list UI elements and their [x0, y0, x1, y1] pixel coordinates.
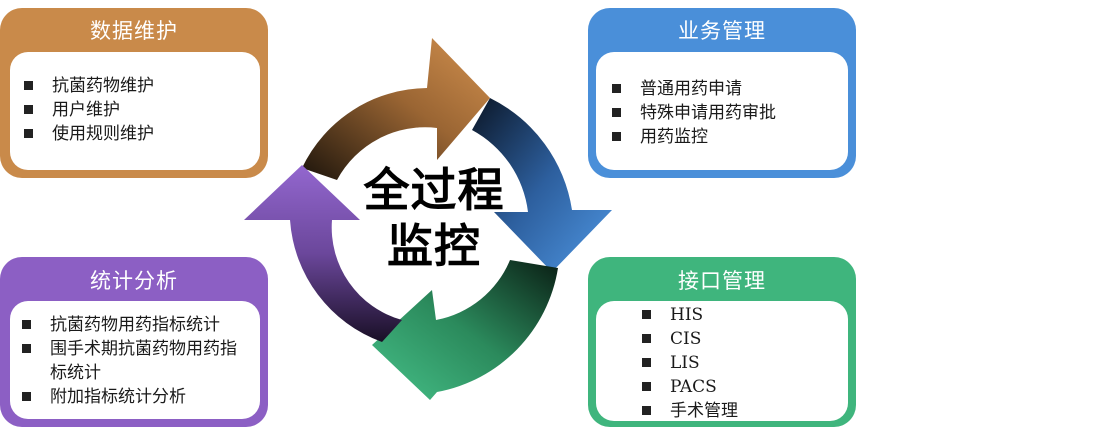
bullet-square-icon: [24, 81, 33, 90]
list-item: 手术管理: [642, 399, 848, 423]
bullet-square-icon: [22, 344, 31, 353]
business-management-list: 普通用药申请 特殊申请用药审批 用药监控: [596, 52, 848, 170]
business-management-title: 业务管理: [678, 19, 766, 43]
data-maintenance-panel: 数据维护 抗菌药物维护 用户维护 使用规则维护: [0, 8, 268, 178]
list-item: 普通用药申请: [612, 77, 848, 101]
list-item: LIS: [642, 351, 848, 375]
bullet-square-icon: [642, 358, 651, 367]
interface-management-title: 接口管理: [678, 269, 766, 293]
bullet-square-icon: [642, 382, 651, 391]
bullet-square-icon: [642, 310, 651, 319]
statistics-analysis-list: 抗菌药物用药指标统计 围手术期抗菌药物用药指标统计 附加指标统计分析: [10, 301, 260, 419]
center-title-line1: 全过程: [363, 163, 505, 217]
bullet-square-icon: [22, 392, 31, 401]
bullet-square-icon: [24, 105, 33, 114]
list-item: 用户维护: [24, 98, 260, 122]
bullet-square-icon: [642, 334, 651, 343]
bullet-square-icon: [612, 84, 621, 93]
cycle-arrows-diagram: [244, 38, 612, 400]
list-item: CIS: [642, 327, 848, 351]
orange-arrow: [302, 38, 490, 180]
interface-management-list: HIS CIS LIS PACS 手术管理: [596, 301, 848, 421]
list-item: 围手术期抗菌药物用药指标统计: [22, 337, 250, 385]
list-item: 使用规则维护: [24, 122, 260, 146]
business-management-panel: 业务管理 普通用药申请 特殊申请用药审批 用药监控: [588, 8, 856, 178]
list-item: HIS: [642, 303, 848, 327]
list-item: 抗菌药物维护: [24, 74, 260, 98]
data-maintenance-list: 抗菌药物维护 用户维护 使用规则维护: [10, 52, 260, 170]
list-item: 用药监控: [612, 125, 848, 149]
statistics-analysis-title: 统计分析: [90, 269, 178, 293]
green-arrow: [372, 260, 558, 400]
list-item: 附加指标统计分析: [22, 385, 256, 409]
data-maintenance-title: 数据维护: [90, 19, 178, 43]
list-item: PACS: [642, 375, 848, 399]
bullet-square-icon: [22, 320, 31, 329]
interface-management-panel: 接口管理 HIS CIS LIS PACS 手术管理: [588, 257, 856, 427]
bullet-square-icon: [642, 406, 651, 415]
bullet-square-icon: [24, 129, 33, 138]
bullet-square-icon: [612, 108, 621, 117]
list-item: 抗菌药物用药指标统计: [22, 313, 256, 337]
statistics-analysis-panel: 统计分析 抗菌药物用药指标统计 围手术期抗菌药物用药指标统计 附加指标统计分析: [0, 257, 268, 427]
blue-arrow: [472, 98, 612, 272]
bullet-square-icon: [612, 132, 621, 141]
purple-arrow: [244, 165, 402, 342]
list-item: 特殊申请用药审批: [612, 101, 848, 125]
center-title-line2: 监控: [387, 219, 481, 273]
